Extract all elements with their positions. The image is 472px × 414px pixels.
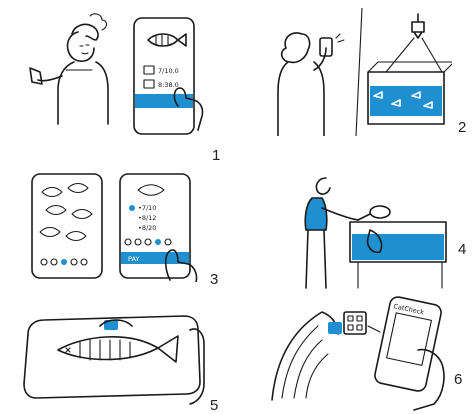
panel-6-drawing: CatCheck [268,290,460,414]
panel-3-line-3: •8/20 [138,224,156,232]
panel-1-price-1: 7/10.0 [158,67,179,75]
panel-1-drawing: 7/10.0 8:38.0 [10,10,220,140]
illustration-panel-2 [262,8,452,136]
illustration-panel-5 [18,296,218,410]
panel-5-drawing [18,296,218,410]
panel-3-line-2: •8/12 [138,214,156,222]
panel-6-number: 6 [454,372,462,387]
illustration-panel-1: 7/10.0 8:38.0 [10,10,220,140]
panel-3-button: PAY [128,255,139,263]
panel-3-drawing: •7/10 •8/12 •8/20 PAY [28,170,213,282]
panel-1-price-2: 8:38.0 [158,81,179,89]
panel-6-device-label: CatCheck [393,302,425,316]
panel-2-number: 2 [458,120,466,135]
panel-2-drawing [262,8,452,136]
panel-3-line-1: •7/10 [138,204,156,212]
panel-4-drawing [298,168,448,290]
illustration-panel-4 [298,168,448,290]
panel-1-number: 1 [212,148,220,163]
panel-3-number: 3 [210,272,218,287]
illustration-panel-3: •7/10 •8/12 •8/20 PAY [28,170,213,282]
panel-4-number: 4 [458,242,466,257]
illustration-panel-6: CatCheck [268,290,460,414]
panel-5-number: 5 [210,398,218,413]
